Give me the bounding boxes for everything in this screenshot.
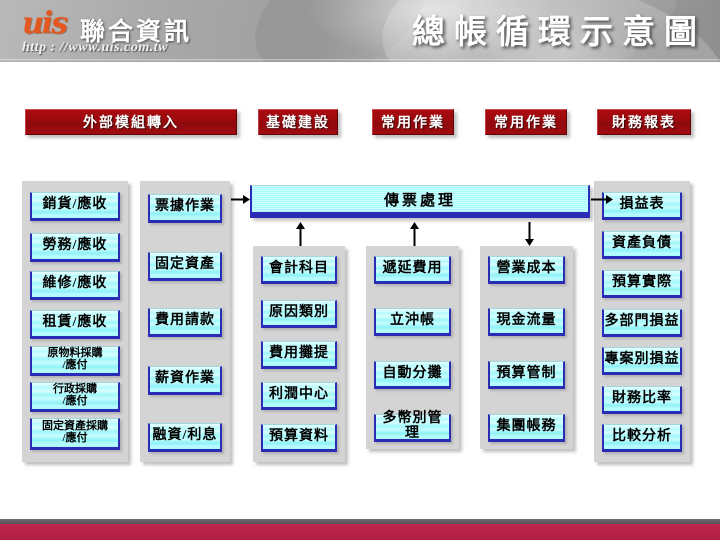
diagram-node-label-line1: 固定資產採購 [42,420,108,433]
diagram-node-label-line2: /應付 [62,395,88,407]
footer-divider [0,519,720,524]
section-button-5[interactable]: 財務報表 [597,109,691,135]
diagram-node[interactable]: 遞延費用 [374,256,451,284]
diagram-node[interactable]: 專案別損益 [602,347,682,375]
arrow-basic-to-voucher [295,222,306,246]
company-logo: uis 聯合資訊 http : //www.uis.com.tw [18,4,248,58]
diagram-node[interactable]: 利潤中心 [261,382,337,410]
diagram-node[interactable]: 預算管制 [488,361,565,389]
diagram-node[interactable]: 資產負債 [602,231,682,259]
uis-logo-icon: uis [22,6,68,41]
diagram-node-label-line1: 行政採購 [53,383,97,396]
arrow-bills-to-voucher [231,194,250,205]
arrow-voucher-to-reports [591,194,613,205]
diagram-node[interactable]: 融資/利息 [148,423,222,452]
diagram-node[interactable]: 集團帳務 [488,414,565,442]
company-name: 聯合資訊 [80,19,193,46]
diagram-node[interactable]: 自動分攤 [374,361,451,389]
diagram-node[interactable]: 票據作業 [148,194,222,223]
diagram-node[interactable]: 營業成本 [488,256,565,284]
diagram-node[interactable]: 維修/應收 [30,271,120,300]
company-website-url: http : //www.uis.com.tw [22,40,168,55]
diagram-node[interactable]: 勞務/應收 [30,233,120,262]
diagram-node[interactable]: 原因類別 [261,300,337,328]
diagram-node[interactable]: 預算資料 [261,424,337,452]
diagram-node[interactable]: 現金流量 [488,308,565,336]
diagram-node[interactable]: 比較分析 [602,424,682,452]
diagram-node[interactable]: 損益表 [602,192,682,220]
diagram-node-label-line2: /應付 [62,432,88,444]
diagram-node[interactable]: 租賃/應收 [30,310,120,339]
diagram-node[interactable]: 銷貨/應收 [30,192,120,221]
diagram-node[interactable]: 費用攤提 [261,341,337,369]
section-button-4[interactable]: 常用作業 [485,109,567,135]
section-button-3[interactable]: 常用作業 [372,109,454,135]
voucher-processing-node[interactable]: 傳票處理 [250,185,590,218]
section-button-1[interactable]: 外部模組轉入 [25,109,237,135]
diagram-node[interactable]: 固定資產採購/應付 [30,418,120,450]
page-banner: uis 聯合資訊 http : //www.uis.com.tw 總帳循環示意圖 [0,0,720,62]
diagram-node[interactable]: 財務比率 [602,386,682,414]
diagram-node-label-line2: /應付 [62,359,88,371]
diagram-node[interactable]: 立沖帳 [374,308,451,336]
diagram-node[interactable]: 薪資作業 [148,366,222,395]
footer-bar [0,524,720,540]
diagram-node-label-line1: 原物料採購 [47,347,103,360]
diagram-node[interactable]: 會計科目 [261,256,337,284]
diagram-node[interactable]: 多幣別管理 [374,411,451,442]
arrow-voucher-to-routine2 [524,222,535,246]
diagram-node[interactable]: 多部門損益 [602,309,682,337]
diagram-node[interactable]: 原物料採購/應付 [30,346,120,376]
section-button-2[interactable]: 基礎建設 [258,109,338,135]
diagram-node[interactable]: 費用請款 [148,308,222,337]
diagram-node[interactable]: 行政採購/應付 [30,382,120,412]
arrow-routine1-to-voucher [409,222,420,246]
page-title: 總帳循環示意圖 [412,15,706,51]
diagram-node[interactable]: 固定資產 [148,252,222,281]
diagram-node[interactable]: 預算實際 [602,270,682,298]
